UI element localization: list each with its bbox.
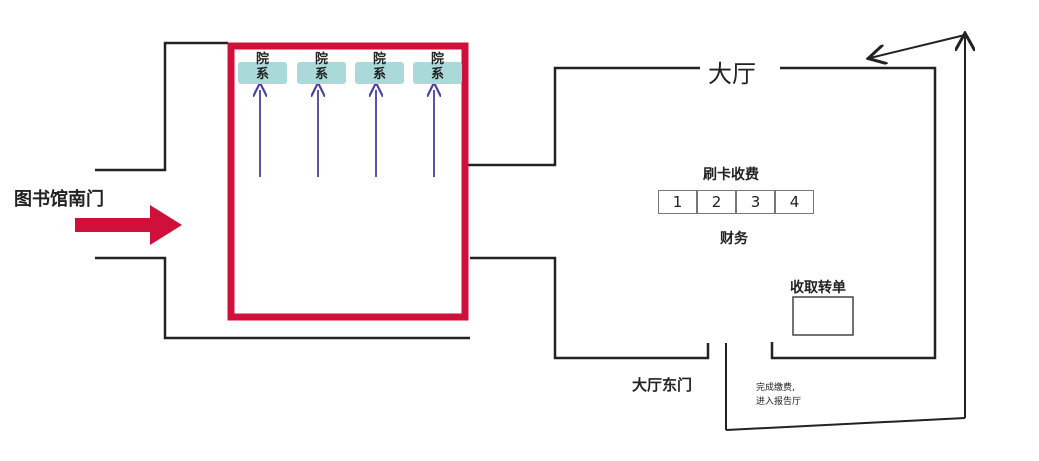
left-wall-bottom: [95, 256, 470, 340]
transfer-counter: [792, 296, 854, 336]
finance-label: 财务: [720, 231, 748, 247]
hall-wall-bottom: [470, 256, 710, 360]
window-2: 2: [697, 190, 736, 214]
hall-wall-right: [770, 66, 937, 360]
department-2: 院系: [297, 52, 346, 84]
window-4: 4: [775, 190, 814, 214]
hall-label: 大厅: [708, 60, 756, 88]
card-fee-label: 刷卡收费: [703, 167, 759, 183]
done-note-line1: 完成缴费,: [756, 383, 795, 393]
window-1: 1: [658, 190, 697, 214]
done-note-line2: 进入报告厅: [756, 397, 802, 407]
department-4: 院系: [413, 52, 462, 84]
hall-east-gate-label: 大厅东门: [632, 376, 693, 394]
department-3: 院系: [355, 52, 404, 84]
collect-transfer-label: 收取转单: [790, 280, 846, 296]
south-gate-label: 图书馆南门: [14, 189, 104, 210]
department-1: 院系: [238, 52, 287, 84]
entry-arrow-icon: [75, 205, 182, 245]
window-3: 3: [736, 190, 775, 214]
department-area: [227, 42, 469, 321]
hall-wall-top: [468, 66, 700, 167]
left-wall-top: [95, 41, 228, 172]
